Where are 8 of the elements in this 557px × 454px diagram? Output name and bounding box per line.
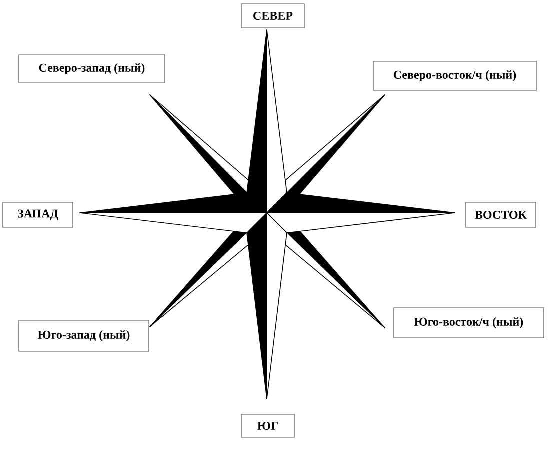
label-box: Юго-восток/ч (ный) xyxy=(394,308,544,338)
label-box: СЕВЕР xyxy=(241,4,305,28)
label-box: ВОСТОК xyxy=(466,202,536,228)
label-box: ЮГ xyxy=(241,414,295,438)
label-box: Северо-запад (ный) xyxy=(18,54,166,84)
label-box: Юго-запад (ный) xyxy=(18,320,150,352)
label-box: Северо-восток/ч (ный) xyxy=(373,61,537,91)
label-box: ЗАПАД xyxy=(2,202,74,228)
